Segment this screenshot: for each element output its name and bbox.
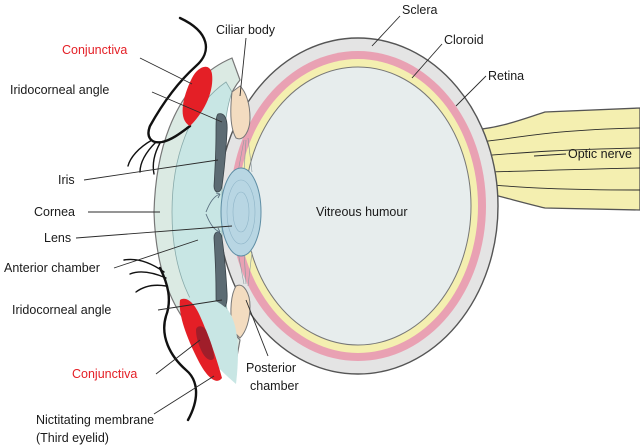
leader-lines bbox=[75, 15, 567, 415]
leader-anterior-chamber bbox=[113, 239, 199, 269]
ciliary-body-top bbox=[230, 85, 251, 140]
aqueous-flow-arrows bbox=[205, 192, 221, 234]
iris-bottom bbox=[213, 231, 228, 311]
label-ciliary-body: Ciliar body bbox=[216, 23, 276, 37]
label-retina: Retina bbox=[488, 69, 524, 83]
label-optic-nerve: Optic nerve bbox=[568, 147, 632, 161]
label-nictitating-membrane: Nictitating membrane bbox=[36, 413, 154, 427]
nictitating-gland bbox=[196, 326, 214, 360]
iris-top bbox=[213, 113, 228, 193]
leader-iridocorneal-bottom bbox=[157, 299, 223, 311]
label-sclera: Sclera bbox=[402, 3, 437, 17]
lower-eyelashes bbox=[123, 258, 167, 293]
label-conjunctiva-bottom: Conjunctiva bbox=[72, 367, 137, 381]
upper-eyelid-group bbox=[127, 16, 213, 175]
label-vitreous-humour: Vitreous humour bbox=[316, 205, 408, 219]
label-iridocorneal-angle-top: Iridocorneal angle bbox=[10, 83, 109, 97]
label-iris: Iris bbox=[58, 173, 75, 187]
label-third-eyelid: (Third eyelid) bbox=[36, 431, 109, 445]
upper-eyelashes bbox=[127, 139, 161, 175]
leader-optic-nerve bbox=[533, 153, 567, 157]
lower-eyelid-group bbox=[123, 258, 238, 422]
labels: Sclera Cloroid Retina Optic nerve Ciliar… bbox=[4, 3, 632, 445]
label-lens: Lens bbox=[44, 231, 71, 245]
leader-iris bbox=[83, 159, 219, 181]
leader-nictitating bbox=[153, 375, 215, 415]
leader-choroid bbox=[411, 43, 443, 79]
leader-iridocorneal-top bbox=[151, 91, 223, 123]
leader-lens bbox=[75, 225, 233, 239]
leader-ciliary-body bbox=[239, 37, 247, 97]
lens-ring-2 bbox=[232, 191, 250, 233]
zonule-fibers bbox=[237, 137, 253, 287]
lens-ring-1 bbox=[226, 179, 256, 245]
label-chamber: chamber bbox=[250, 379, 299, 393]
upper-conjunctiva bbox=[182, 66, 213, 126]
leader-posterior-chamber bbox=[245, 299, 269, 357]
leader-conjunctiva-bottom bbox=[155, 339, 201, 375]
label-posterior: Posterior bbox=[246, 361, 296, 375]
label-cornea: Cornea bbox=[34, 205, 75, 219]
label-conjunctiva-top: Conjunctiva bbox=[62, 43, 127, 57]
ciliary-body-bottom bbox=[230, 284, 251, 339]
label-anterior-chamber: Anterior chamber bbox=[4, 261, 100, 275]
upper-eyelid bbox=[147, 16, 207, 144]
leader-conjunctiva-top bbox=[139, 57, 193, 85]
lower-eyelid bbox=[158, 266, 198, 422]
label-iridocorneal-angle-bottom: Iridocorneal angle bbox=[12, 303, 111, 317]
eye-globe bbox=[217, 37, 499, 375]
optic-nerve-fiber-1 bbox=[477, 127, 640, 143]
leader-sclera bbox=[371, 15, 401, 47]
label-choroid: Cloroid bbox=[444, 33, 484, 47]
leader-retina bbox=[455, 75, 487, 107]
